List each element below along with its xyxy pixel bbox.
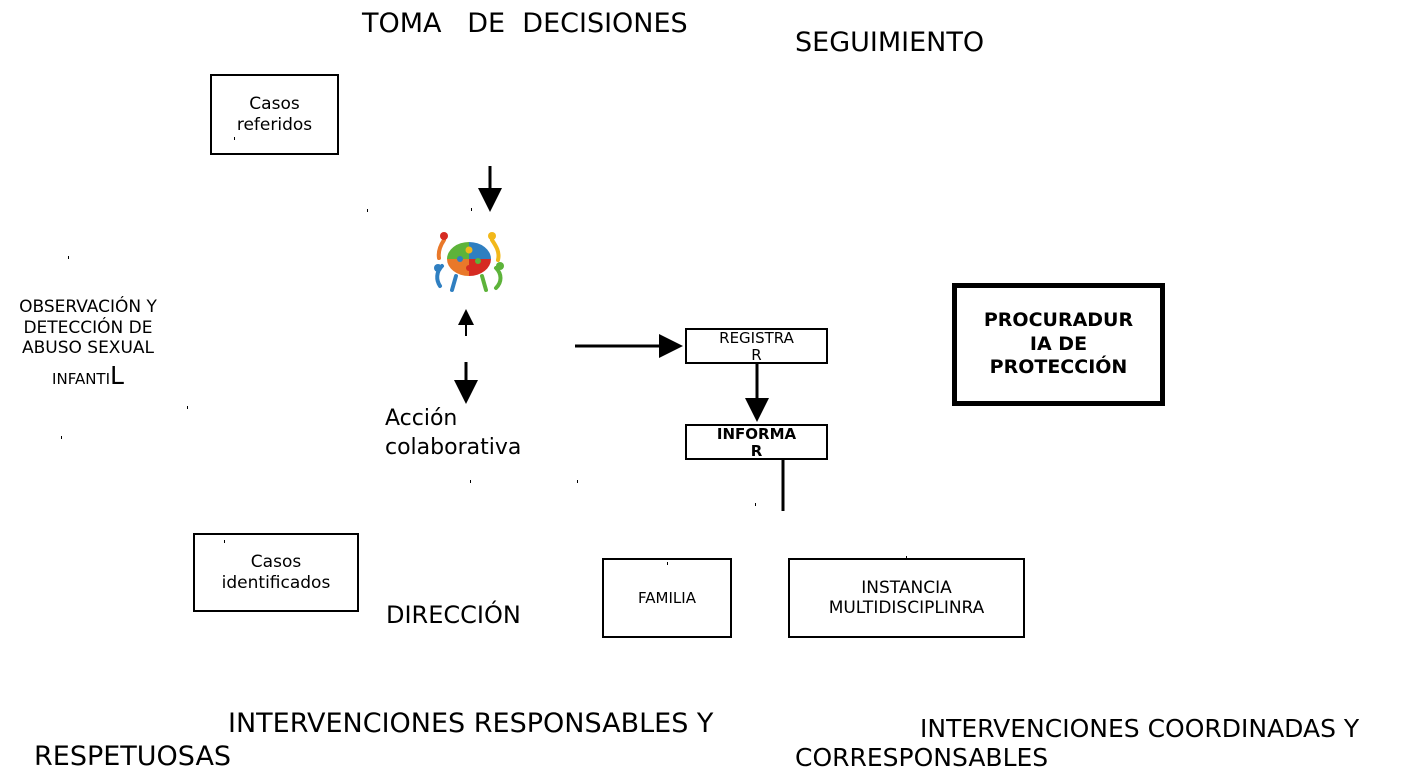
instancia-line2: MULTIDISCIPLINRA bbox=[828, 598, 985, 618]
heading-seguimiento: SEGUIMIENTO bbox=[795, 27, 985, 58]
procuraduria-de-proteccion-box: PROCURADUR IA DE PROTECCIÓN bbox=[952, 283, 1165, 406]
procuraduria-line1: PROCURADUR bbox=[983, 308, 1134, 331]
registrar-line2: R bbox=[751, 345, 762, 364]
accion-colaborativa-label: Acción colaborativa bbox=[385, 405, 521, 462]
casos-identificados-line2: identificados bbox=[221, 572, 331, 593]
observacion-line1: OBSERVACIÓN Y bbox=[19, 297, 157, 317]
heading-intervenciones-responsables-line1: INTERVENCIONES RESPONSABLES Y bbox=[228, 708, 714, 739]
familia-label: FAMILIA bbox=[638, 589, 696, 607]
speck bbox=[224, 540, 225, 543]
observacion-line3: ABUSO SEXUAL bbox=[21, 338, 155, 359]
observacion-line4-big: L bbox=[110, 361, 124, 391]
observacion-deteccion-label: OBSERVACIÓN Y DETECCIÓN DE ABUSO SEXUAL … bbox=[0, 297, 176, 392]
accion-line2: colaborativa bbox=[385, 434, 522, 460]
casos-identificados-line1: Casos bbox=[250, 552, 302, 573]
informar-line1: INFORMA bbox=[716, 425, 797, 443]
casos-identificados-box: Casos identificados bbox=[193, 533, 359, 612]
speck bbox=[234, 137, 235, 140]
registrar-line1: REGISTRA bbox=[719, 329, 794, 347]
speck bbox=[68, 256, 69, 259]
procuraduria-line3: PROTECCIÓN bbox=[989, 356, 1128, 379]
familia-box: FAMILIA bbox=[602, 558, 732, 638]
casos-referidos-box: Casos referidos bbox=[210, 74, 339, 155]
informar-line2: R bbox=[750, 441, 763, 460]
speck bbox=[358, 570, 359, 573]
speck bbox=[906, 556, 907, 559]
registrar-box: REGISTRA R bbox=[685, 328, 828, 364]
teamwork-puzzle-icon bbox=[434, 232, 504, 292]
speck bbox=[577, 480, 578, 483]
observacion-line4: INFANTIL bbox=[0, 361, 176, 392]
heading-intervenciones-coordinadas-line1: INTERVENCIONES COORDINADAS Y bbox=[920, 714, 1360, 743]
speck bbox=[187, 406, 188, 409]
speck bbox=[367, 209, 368, 212]
casos-referidos-line2: referidos bbox=[236, 114, 313, 135]
procuraduria-line2: IA DE bbox=[1029, 332, 1088, 355]
speck bbox=[667, 562, 668, 565]
heading-toma-de-decisiones: TOMA DE DECISIONES bbox=[362, 8, 688, 39]
accion-line1: Acción bbox=[385, 406, 458, 431]
speck bbox=[61, 436, 62, 439]
heading-intervenciones-responsables-line2: RESPETUOSAS bbox=[34, 741, 232, 772]
speck bbox=[755, 503, 756, 506]
speck bbox=[471, 208, 472, 211]
observacion-line4-small: INFANTI bbox=[52, 370, 111, 389]
instancia-line1: INSTANCIA bbox=[861, 577, 952, 598]
informar-box: INFORMA R bbox=[685, 424, 828, 460]
speck bbox=[470, 480, 471, 483]
heading-intervenciones-coordinadas-line2: CORRESPONSABLES bbox=[795, 743, 1049, 772]
observacion-line2: DETECCIÓN DE bbox=[23, 317, 153, 338]
casos-referidos-line1: Casos bbox=[249, 94, 300, 115]
heading-direccion: DIRECCIÓN bbox=[386, 601, 521, 629]
instancia-multidisciplinra-box: INSTANCIA MULTIDISCIPLINRA bbox=[788, 558, 1025, 638]
